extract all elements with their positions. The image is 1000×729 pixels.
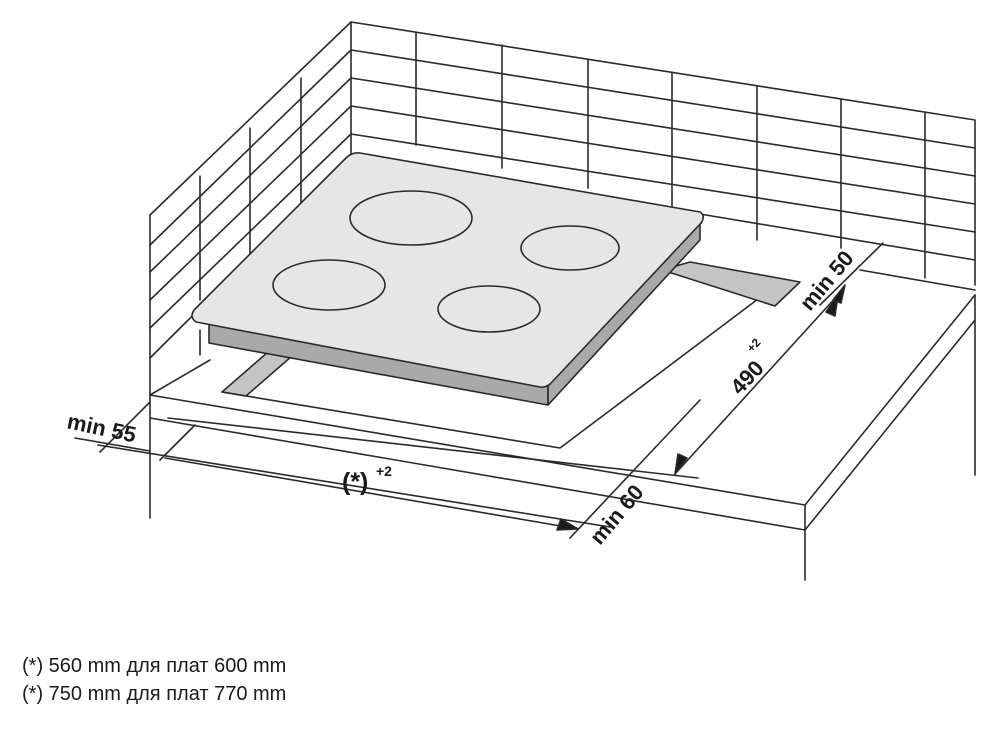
countertop [149, 269, 976, 581]
cooking-zone-back-left [349, 190, 473, 246]
cooking-zone-front-left [272, 259, 386, 311]
back-wall [350, 21, 976, 286]
min-back-label: min 50 [795, 246, 859, 315]
depth-tolerance: +2 [744, 335, 764, 355]
cooking-zone-back-right [520, 225, 620, 271]
width-label: (*) [342, 468, 368, 496]
cutout [221, 261, 801, 449]
min-left-label: min 55 [65, 408, 138, 447]
hob-installation-diagram: min 55 (*) +2 490 +2 min 60 min 50 [65, 21, 976, 581]
min-front-label: min 60 [585, 480, 649, 549]
footnote-line: (*) 560 mm для плат 600 mm [22, 655, 287, 677]
depth-label: 490 [725, 356, 768, 400]
footnotes: (*) 560 mm для плат 600 mm (*) 750 mm дл… [22, 652, 286, 708]
cooking-zone-front-right [437, 285, 541, 333]
dimension-lines [74, 242, 884, 539]
width-tolerance: +2 [376, 463, 392, 479]
hob [191, 152, 705, 406]
footnote-line: (*) 750 mm для плат 770 mm [22, 683, 287, 705]
